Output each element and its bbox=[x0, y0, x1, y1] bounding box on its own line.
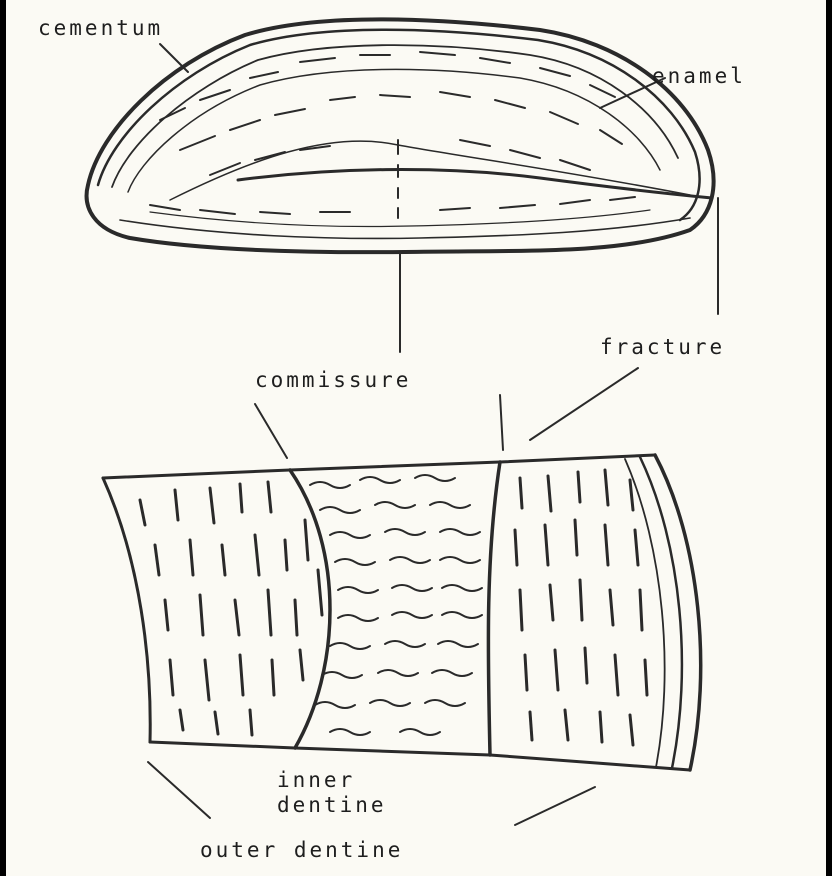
fracture-label: fracture bbox=[600, 335, 726, 359]
cross-section-texture bbox=[149, 51, 636, 219]
inner-dentine-label-line2: dentine bbox=[277, 793, 387, 817]
inner-dentine-pointer bbox=[147, 761, 211, 819]
outer-dentine-texture-left bbox=[138, 480, 324, 737]
fracture-pointer-bottom bbox=[529, 367, 639, 441]
right-scan-border bbox=[826, 0, 832, 876]
longitudinal-section bbox=[101, 453, 703, 772]
block-right-edge-inner-2 bbox=[624, 458, 666, 768]
cementum-label: cementum bbox=[38, 16, 164, 40]
inner-dentine-label-line1: inner bbox=[277, 768, 356, 792]
block-right-edge-inner bbox=[638, 455, 684, 770]
block-right-edge-outer bbox=[653, 453, 703, 772]
bottom-pointers bbox=[147, 367, 639, 826]
block-bottom-edge bbox=[148, 740, 692, 772]
outer-dentine-texture-right bbox=[513, 468, 649, 747]
enamel-layer bbox=[96, 28, 701, 222]
left-scan-border bbox=[0, 0, 6, 876]
cross-section-outline bbox=[84, 17, 716, 255]
block-top-edge bbox=[101, 453, 657, 480]
commissure-pointer-bottom bbox=[254, 403, 288, 459]
lower-inner-line-2 bbox=[149, 209, 651, 228]
lower-inner-line bbox=[119, 217, 691, 240]
outer-dentine-pointer bbox=[514, 786, 596, 826]
commissure-pointer-bottom-2 bbox=[499, 394, 504, 451]
commissure-label: commissure bbox=[255, 368, 412, 392]
top-pointers bbox=[159, 43, 719, 353]
fracture-line bbox=[236, 168, 714, 200]
enamel-label: enamel bbox=[652, 64, 746, 88]
cross-section bbox=[84, 17, 716, 255]
commissure-boundary bbox=[288, 468, 332, 750]
fracture-boundary bbox=[486, 460, 502, 757]
inner-dentine-texture bbox=[309, 474, 483, 736]
inner-outline bbox=[127, 68, 661, 193]
cementum-layer bbox=[111, 44, 679, 188]
enamel-pointer bbox=[599, 77, 666, 109]
outer-dentine-label: outer dentine bbox=[200, 838, 404, 862]
block-left-edge bbox=[101, 476, 152, 744]
cementum-pointer bbox=[159, 43, 189, 73]
